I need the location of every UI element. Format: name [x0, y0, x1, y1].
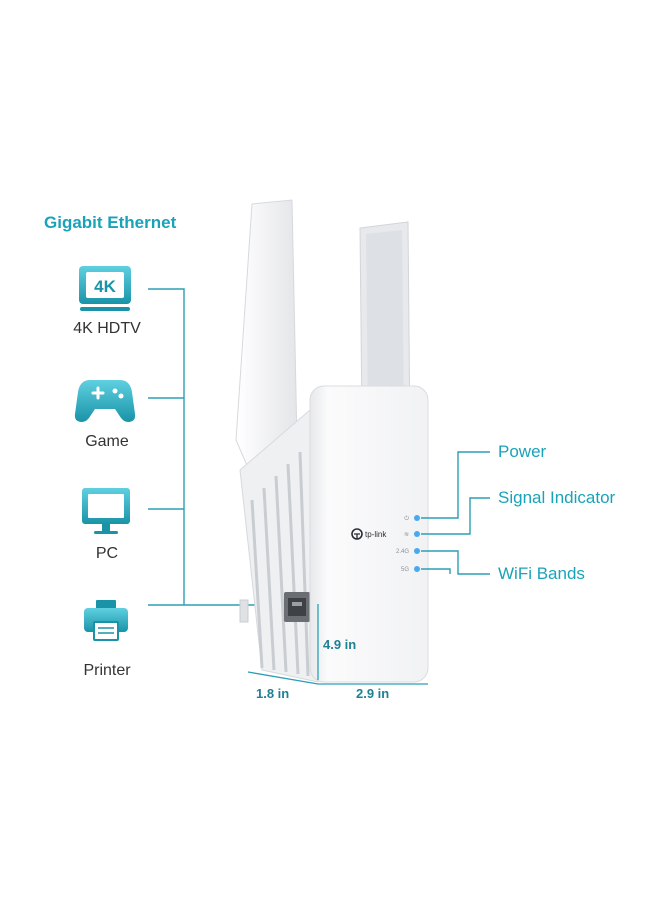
- dimension-height: 4.9 in: [323, 637, 357, 652]
- indicator-label-power: Power: [498, 442, 547, 461]
- monitor-icon: [82, 488, 130, 534]
- led-power: ⏻: [404, 515, 420, 522]
- dimension-depth: 1.8 in: [256, 686, 290, 701]
- led-5g: 5G: [401, 566, 420, 573]
- gamepad-icon: [74, 380, 136, 422]
- svg-text:≋: ≋: [404, 531, 409, 538]
- tv-badge: 4K: [94, 277, 116, 296]
- device-label-4k-hdtv: 4K HDTV: [73, 320, 141, 337]
- tv-4k-icon: 4K: [79, 266, 131, 311]
- dimension-width: 2.9 in: [356, 686, 390, 701]
- tp-link-logo: tp-link: [351, 528, 387, 540]
- svg-text:2.4G: 2.4G: [396, 549, 409, 555]
- range-extender: tp-link ⏻ ≋ 2.4G 5G: [235, 199, 429, 683]
- printer-icon: [84, 600, 128, 641]
- device-label-game: Game: [85, 433, 129, 450]
- led-signal: ≋: [404, 531, 420, 538]
- svg-text:⏻: ⏻: [404, 515, 409, 522]
- brand-text: tp-link: [365, 530, 387, 539]
- ethernet-port: [239, 592, 310, 623]
- dimension-lines: [247, 604, 428, 685]
- device-label-pc: PC: [95, 545, 119, 562]
- led-24g: 2.4G: [396, 548, 420, 555]
- section-heading: Gigabit Ethernet: [44, 213, 177, 232]
- device-label-printer: Printer: [83, 662, 131, 679]
- indicator-callouts: [421, 451, 490, 575]
- indicator-label-signal: Signal Indicator: [498, 488, 616, 507]
- svg-text:5G: 5G: [401, 567, 409, 573]
- indicator-label-wifi-bands: WiFi Bands: [498, 564, 585, 583]
